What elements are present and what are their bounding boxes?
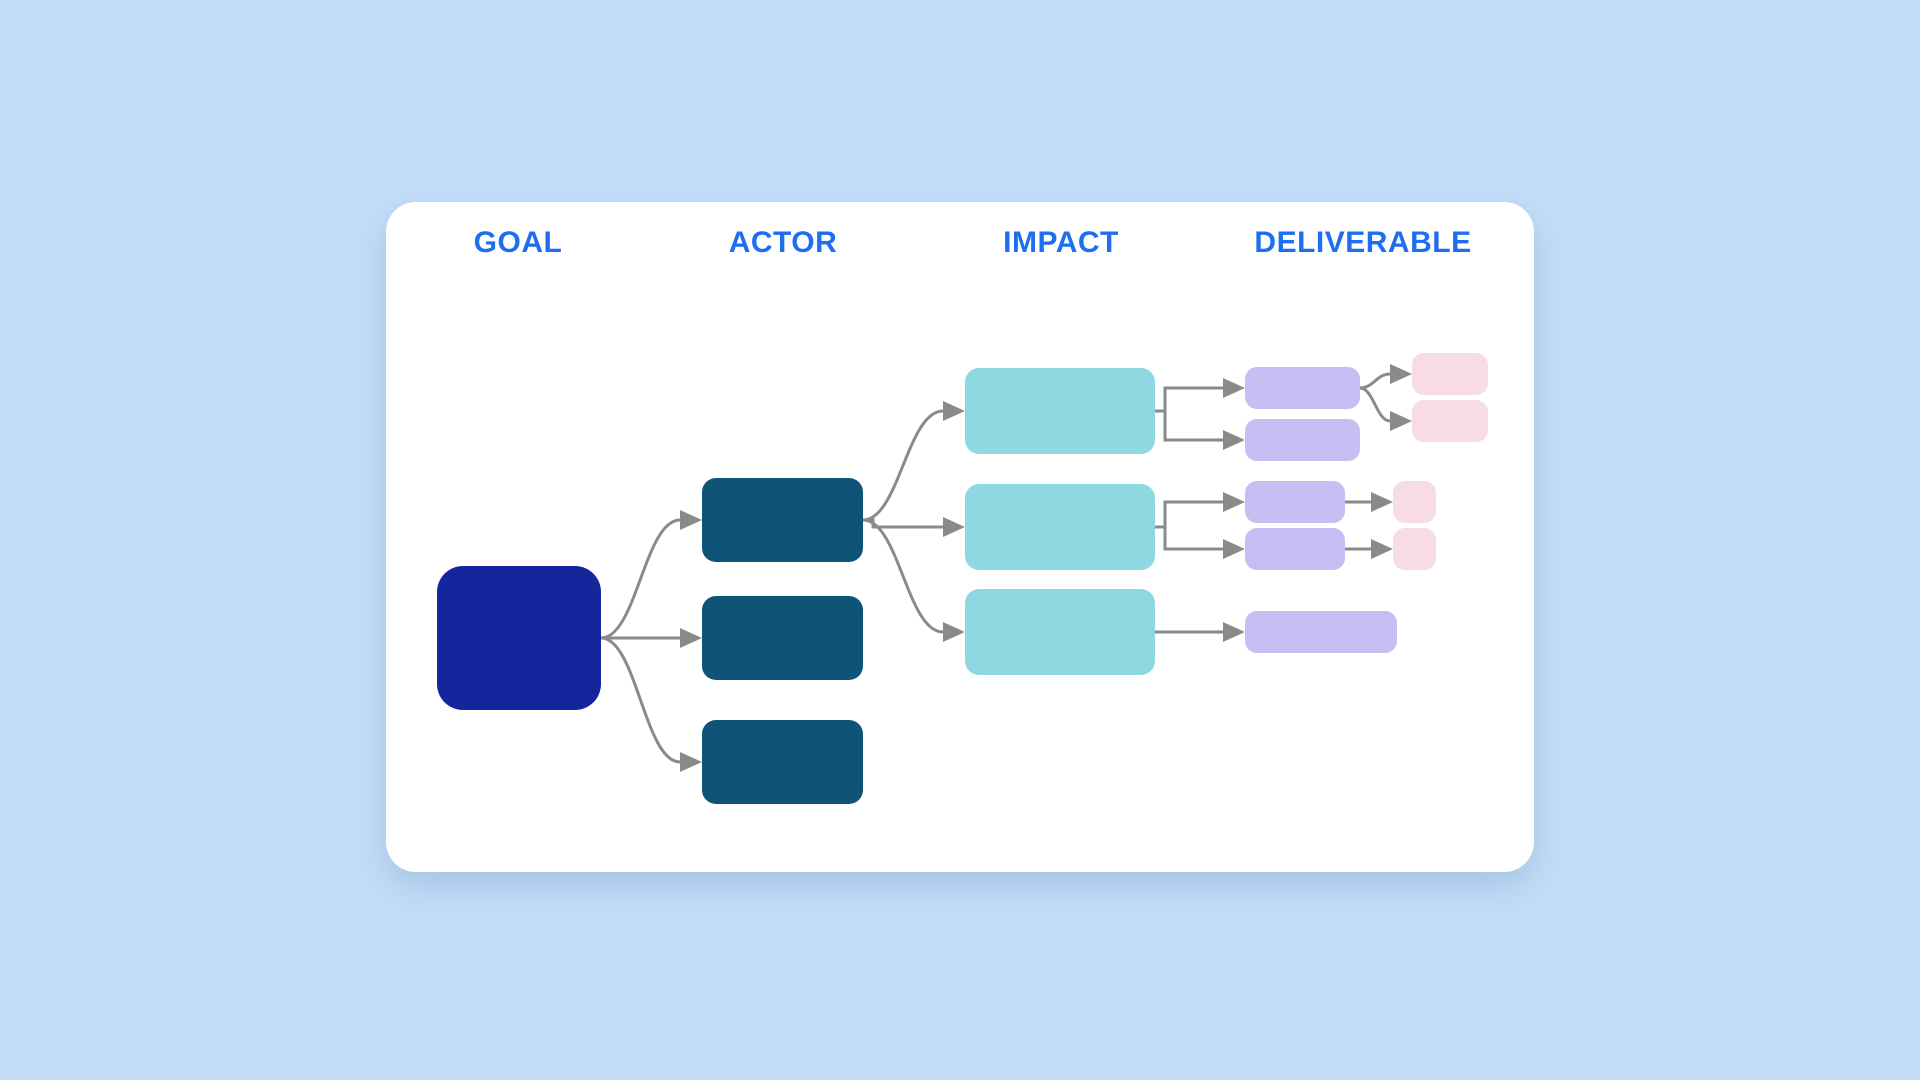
column-header-goal: GOAL — [473, 226, 563, 259]
arrow-head-icon — [1223, 622, 1245, 642]
arrow-head-icon — [1223, 430, 1245, 450]
diagram-card: GOAL ACTOR IMPACT DELIVERABLE — [386, 202, 1534, 872]
arrow-head-icon — [1223, 378, 1245, 398]
connector-goal-1-to-actor-3 — [600, 636, 681, 764]
connector-deliv-1-to-sub-1 — [1359, 372, 1391, 390]
node-layer — [437, 353, 1488, 804]
connector-impact-1-to-deliv-2 — [1155, 409, 1223, 442]
arrow-head-icon — [1371, 492, 1393, 512]
diagram-node-impact-1[interactable] — [965, 368, 1155, 454]
diagram-node-deliv-1[interactable] — [1245, 367, 1360, 409]
arrow-head-icon — [943, 622, 965, 642]
arrow-head-icon — [1223, 492, 1245, 512]
arrow-head-icon — [680, 752, 702, 772]
diagram-node-sub-1[interactable] — [1412, 353, 1488, 395]
connector-impact-2-to-deliv-3 — [1155, 500, 1223, 529]
diagram-node-deliv-2[interactable] — [1245, 419, 1360, 461]
diagram-node-actor-3[interactable] — [702, 720, 863, 804]
column-header-deliverable: DELIVERABLE — [1254, 226, 1472, 259]
connector-deliv-1-to-sub-2 — [1359, 386, 1391, 423]
arrow-head-icon — [1390, 411, 1412, 431]
diagram-node-deliv-5[interactable] — [1245, 611, 1397, 653]
diagram-node-impact-2[interactable] — [965, 484, 1155, 570]
arrow-head-icon — [1371, 539, 1393, 559]
connector-layer — [600, 364, 1412, 772]
impact-map-svg — [437, 353, 1488, 804]
arrow-head-icon — [1390, 364, 1412, 384]
diagram-node-goal-1[interactable] — [437, 566, 601, 710]
arrow-head-icon — [1223, 539, 1245, 559]
diagram-node-actor-1[interactable] — [702, 478, 863, 562]
arrow-head-icon — [680, 510, 702, 530]
diagram-node-impact-3[interactable] — [965, 589, 1155, 675]
arrow-head-icon — [943, 517, 965, 537]
connector-goal-1-to-actor-1 — [600, 518, 681, 640]
connector-impact-1-to-deliv-1 — [1155, 386, 1223, 413]
arrow-head-icon — [943, 401, 965, 421]
connector-actor-1-to-impact-1 — [862, 409, 944, 522]
diagram-node-sub-2[interactable] — [1412, 400, 1488, 442]
connector-impact-2-to-deliv-4 — [1155, 525, 1223, 551]
connector-actor-1-to-impact-3 — [862, 518, 944, 634]
column-header-actor: ACTOR — [728, 226, 838, 259]
diagram-node-sub-3[interactable] — [1393, 481, 1436, 523]
diagram-node-actor-2[interactable] — [702, 596, 863, 680]
diagram-node-sub-4[interactable] — [1393, 528, 1436, 570]
arrow-head-icon — [680, 628, 702, 648]
diagram-node-deliv-3[interactable] — [1245, 481, 1345, 523]
column-header-impact: IMPACT — [1003, 226, 1119, 259]
diagram-node-deliv-4[interactable] — [1245, 528, 1345, 570]
